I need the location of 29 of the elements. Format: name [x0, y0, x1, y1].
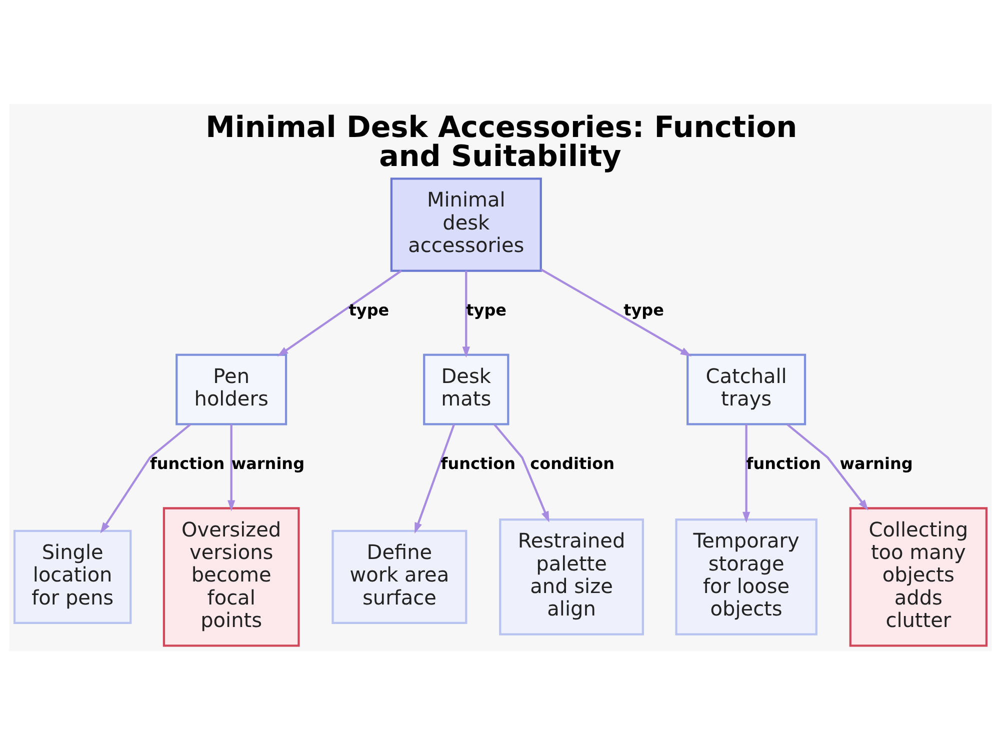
node-box: Collecting too many objects adds clutter [848, 507, 988, 647]
diagram-title: Minimal Desk Accessories: Function and Suitability [205, 110, 797, 174]
arrow [493, 424, 549, 522]
edge-label: warning [839, 454, 912, 474]
arrow [414, 424, 455, 534]
node-box: Catchall trays [686, 354, 806, 426]
node-box: Restrained palette and size align [498, 518, 644, 636]
node-box: Single location for pens [12, 530, 132, 624]
arrow [786, 424, 868, 511]
edge-label: type [348, 300, 389, 320]
edge-label: function [746, 454, 821, 474]
node-box: Define work area surface [331, 530, 467, 624]
node-box: Temporary storage for loose objects [674, 518, 817, 636]
node-box: Oversized versions become focal points [162, 507, 300, 647]
node-box: Minimal desk accessories [390, 178, 542, 272]
arrow [227, 424, 235, 512]
edge-label: type [623, 300, 664, 320]
arrow [276, 270, 402, 356]
edge-label: type [466, 300, 506, 320]
edge-label: function [149, 454, 224, 474]
arrow [540, 268, 691, 356]
edge-label: function [440, 454, 516, 474]
node-box: Desk mats [422, 354, 509, 426]
edge-label: warning [230, 454, 304, 474]
edge-label: condition [530, 454, 614, 474]
arrow [742, 424, 750, 523]
arrow [100, 424, 190, 534]
arrow [462, 270, 470, 358]
node-box: Pen holders [175, 354, 287, 426]
